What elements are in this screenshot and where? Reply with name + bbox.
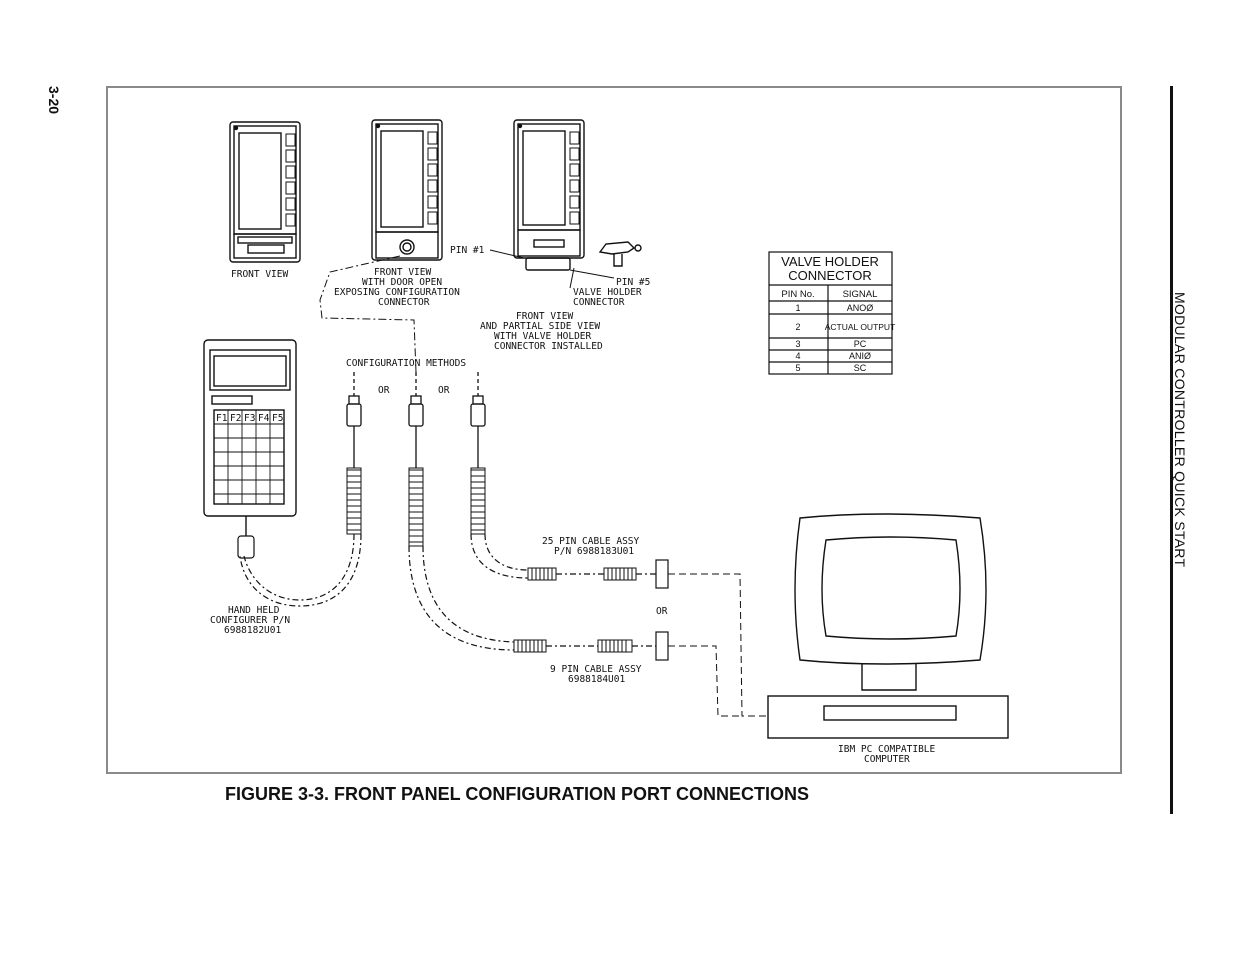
label-side-view-1: FRONT VIEW: [516, 311, 573, 322]
label-side-view-3: WITH VALVE HOLDER: [494, 331, 592, 342]
label-cable-25-1: 25 PIN CABLE ASSY: [542, 536, 640, 547]
controller-side-view: [513, 119, 642, 271]
table-cell-pin-4: 4: [795, 351, 800, 361]
figure-frame: [106, 86, 1122, 774]
computer-leads: [668, 573, 770, 717]
function-keys: F1 F2 F3 F4 F5: [216, 413, 283, 424]
key-f2: F2: [230, 413, 241, 424]
plug-1: [346, 372, 362, 468]
table-cell-pin-1: 1: [795, 303, 800, 313]
label-pin-1: PIN #1: [450, 245, 485, 256]
label-side-view-4: CONNECTOR INSTALLED: [494, 341, 603, 352]
label-cable-25-2: P/N 6988183U01: [554, 546, 634, 557]
table-cell-signal-1: ANOØ: [847, 303, 874, 313]
table-cell-signal-2: ACTUAL OUTPUT: [825, 322, 896, 332]
table-header-signal: SIGNAL: [843, 289, 878, 300]
label-door-open-1: FRONT VIEW: [374, 267, 431, 278]
label-or-1: OR: [378, 385, 390, 396]
table-cell-pin-2: 2: [795, 322, 800, 332]
table-cell-pin-3: 3: [795, 339, 800, 349]
cable-25-pin: [470, 533, 656, 579]
plug-3: [470, 372, 486, 468]
leader-lines: [489, 249, 615, 289]
coil-3: [470, 467, 486, 535]
ibm-pc-computer: [767, 513, 1009, 739]
label-door-open-2: WITH DOOR OPEN: [362, 277, 442, 288]
label-pin-5: PIN #5: [616, 277, 650, 288]
label-hand-held-2: CONFIGURER P/N: [210, 615, 290, 626]
table-title-2: CONNECTOR: [788, 268, 872, 283]
label-hand-held-1: HAND HELD: [228, 605, 280, 616]
label-computer-1: IBM PC COMPATIBLE: [838, 744, 936, 755]
side-rule: [1170, 86, 1173, 814]
label-door-open-4: CONNECTOR: [378, 297, 430, 308]
controller-front-view: [229, 121, 301, 263]
handheld-cable: [239, 533, 362, 607]
coil-1: [346, 467, 362, 535]
handheld-plug-coil: [237, 535, 255, 559]
connector-25-pin: [655, 559, 669, 589]
diagram-labels: FRONT VIEW FRONT VIEW WITH DOOR OPEN EXP…: [210, 245, 936, 765]
label-front-view: FRONT VIEW: [231, 269, 288, 280]
hand-held-configurer: [203, 339, 297, 536]
key-f4: F4: [258, 413, 270, 424]
label-valve-holder-2: CONNECTOR: [573, 297, 625, 308]
plug-connectors: [346, 372, 486, 468]
cable-9-coils: [513, 639, 633, 653]
figure-caption: FIGURE 3-3. FRONT PANEL CONFIGURATION PO…: [225, 784, 810, 804]
connector-9-pin: [655, 631, 669, 661]
cable-9-pin: [408, 545, 656, 651]
label-cable-9-2: 6988184U01: [568, 674, 625, 685]
label-or-3: OR: [656, 606, 668, 617]
table-header-pin: PIN No.: [781, 289, 814, 300]
key-f3: F3: [244, 413, 255, 424]
label-valve-holder-1: VALVE HOLDER: [573, 287, 642, 298]
controller-door-open: [371, 119, 443, 261]
label-config-methods: CONFIGURATION METHODS: [346, 358, 466, 369]
coil-2: [408, 467, 424, 547]
coiled-cables: [237, 467, 770, 717]
table-cell-signal-4: ANIØ: [849, 351, 871, 361]
table-title-1: VALVE HOLDER: [781, 254, 879, 269]
table-cell-pin-5: 5: [795, 363, 800, 373]
label-hand-held-3: 6988182U01: [224, 625, 281, 636]
label-cable-9-1: 9 PIN CABLE ASSY: [550, 664, 642, 675]
label-computer-2: COMPUTER: [864, 754, 910, 765]
config-link: [319, 255, 417, 373]
valve-holder-table: VALVE HOLDER CONNECTOR PIN No. SIGNAL 1 …: [768, 251, 896, 375]
table-cell-signal-5: SC: [854, 363, 867, 373]
key-f5: F5: [272, 413, 283, 424]
label-or-2: OR: [438, 385, 450, 396]
label-door-open-3: EXPOSING CONFIGURATION: [334, 287, 460, 298]
plug-2: [408, 372, 424, 468]
label-side-view-2: AND PARTIAL SIDE VIEW: [480, 321, 600, 332]
cable-25-coils: [527, 567, 637, 581]
table-cell-signal-3: PC: [854, 339, 867, 349]
key-f1: F1: [216, 413, 228, 424]
